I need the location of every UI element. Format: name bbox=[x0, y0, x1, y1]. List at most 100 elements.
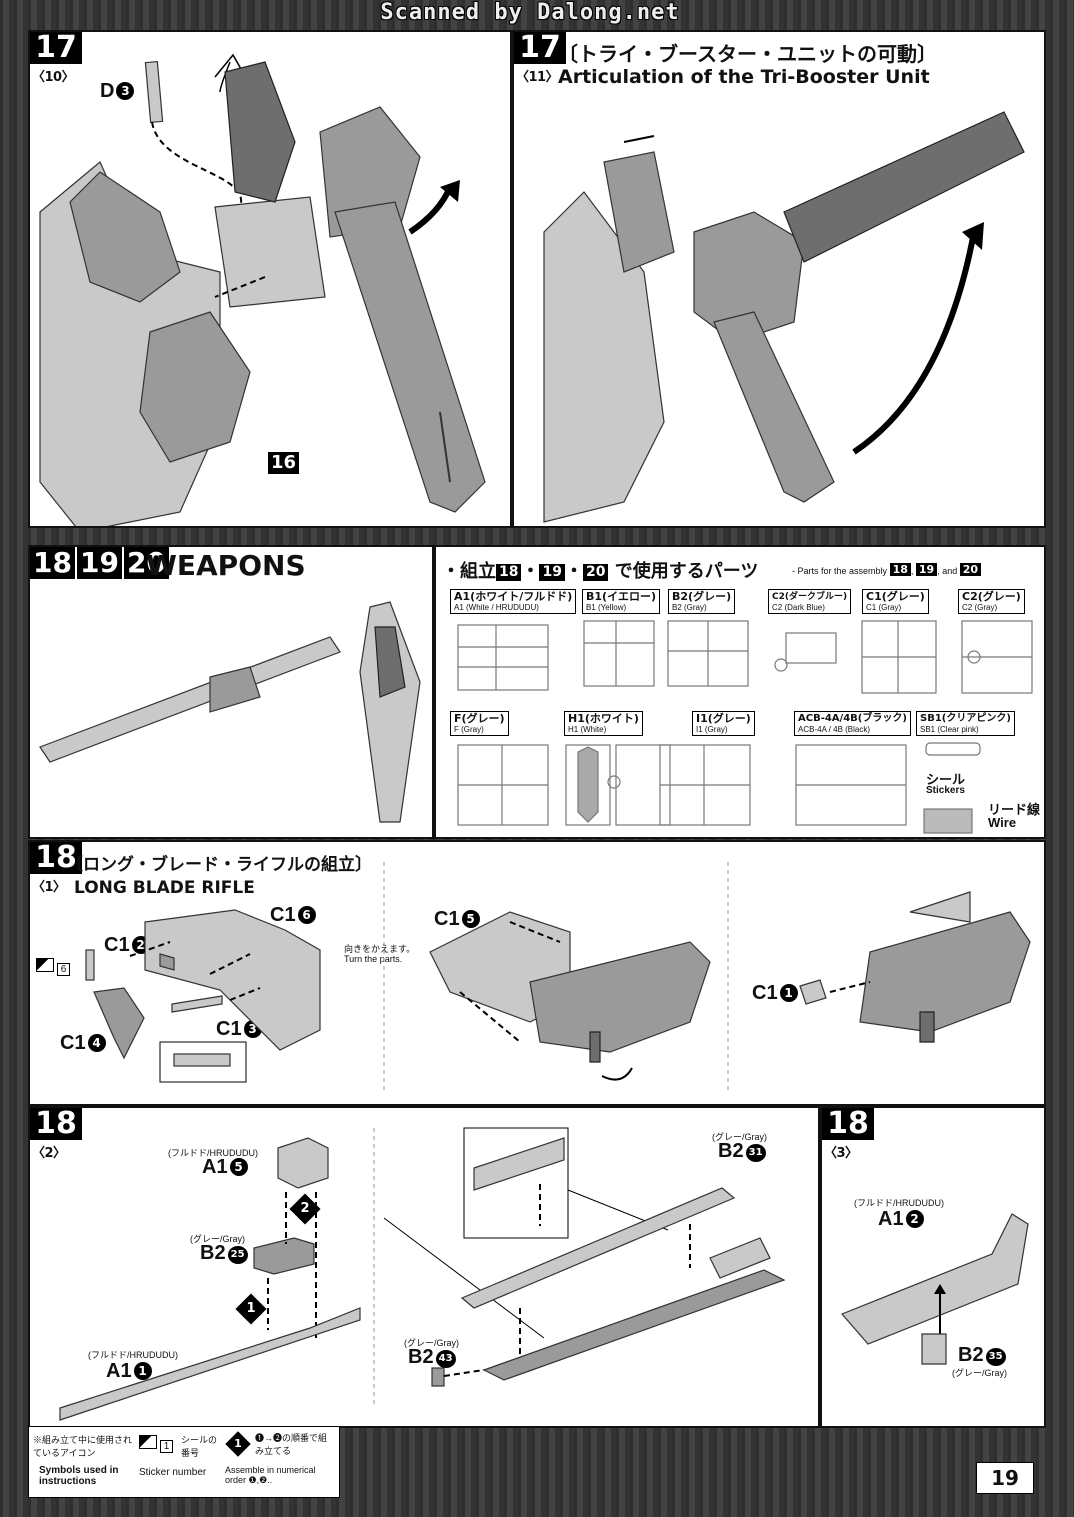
step-title-en: LONG BLADE RIFLE bbox=[74, 878, 255, 898]
step-title-en: Articulation of the Tri-Booster Unit bbox=[558, 66, 930, 88]
num: 1 bbox=[779, 984, 798, 1002]
order-num: 1 bbox=[234, 1437, 242, 1450]
part-card-c2-dark-blue: C2(ダークブルー)C2 (Dark Blue) bbox=[768, 589, 852, 614]
num: 4 bbox=[87, 1034, 106, 1052]
step18-1-panel: 18 〈1〉 〔ロング・ブレード・ライフルの組立〕 LONG BLADE RIF… bbox=[28, 840, 1046, 1106]
num: 31 bbox=[745, 1144, 766, 1162]
part: B2 bbox=[718, 1140, 744, 1162]
part: B2 bbox=[408, 1346, 434, 1368]
parts-heading-en-text: - Parts for the assembly bbox=[792, 566, 888, 576]
legend-title-jp: ※組み立て中に使用されているアイコン bbox=[33, 1435, 133, 1458]
step-number: 18 bbox=[822, 1108, 874, 1140]
card-jp: I1(グレー) bbox=[696, 712, 751, 725]
card-en: B2 (Gray) bbox=[672, 603, 707, 612]
color-a1-5: (フルドド/HRUDUDU) bbox=[168, 1148, 258, 1158]
part-card-c1: C1(グレー)C1 (Gray) bbox=[862, 589, 929, 614]
wire-label-en: Wire bbox=[988, 815, 1017, 830]
card-en: A1 (White / HRUDUDU) bbox=[454, 603, 539, 612]
legend-order-en: Assemble in numerical order ❶,❷.. bbox=[225, 1465, 316, 1485]
substep-number: 〈2〉 bbox=[32, 1146, 66, 1161]
substep-number: 〈11〉 bbox=[516, 70, 559, 85]
card-jp: A1(ホワイト/フルドド) bbox=[454, 590, 573, 603]
num: 6 bbox=[297, 906, 316, 924]
card-en: C2 (Dark Blue) bbox=[772, 603, 825, 612]
heading-num-19: 19 bbox=[539, 564, 565, 581]
en-and: and bbox=[942, 566, 958, 576]
step-20-badge: 20 bbox=[123, 547, 169, 579]
parts-heading-prefix: ・組立 bbox=[442, 561, 496, 582]
mech-articulation-illustration bbox=[543, 111, 1025, 523]
turn-parts-en: Turn the parts. bbox=[344, 954, 403, 964]
legend-order-jp: ❶→❷の順番で組み立てる bbox=[255, 1433, 328, 1456]
legend-order-icon: 1 bbox=[225, 1431, 251, 1457]
part: C1 bbox=[752, 982, 778, 1004]
legend-sticker-jp: シールの番号 bbox=[181, 1435, 218, 1458]
num: 2 bbox=[905, 1210, 924, 1228]
part: B2 bbox=[958, 1344, 984, 1366]
part-card-h1: H1(ホワイト)H1 (White) bbox=[564, 711, 643, 736]
part: C1 bbox=[216, 1018, 242, 1040]
substep-number: 〈1〉 bbox=[32, 880, 66, 895]
color-b2-35: (グレー/Gray) bbox=[952, 1368, 1007, 1378]
num: 5 bbox=[229, 1158, 248, 1176]
part: B2 bbox=[200, 1242, 226, 1264]
ref-step-16: 16 bbox=[268, 452, 300, 474]
en-num-19: 19 bbox=[915, 563, 938, 576]
part: C1 bbox=[104, 934, 130, 956]
step-title-jp: 〔トライ・ブースター・ユニットの可動〕 bbox=[558, 42, 937, 66]
num: 25 bbox=[227, 1246, 248, 1264]
color-a1-1: (フルドド/HRUDUDU) bbox=[88, 1350, 178, 1360]
card-en: ACB-4A / 4B (Black) bbox=[798, 725, 871, 734]
part-card-b1: B1(イエロー)B1 (Yellow) bbox=[582, 589, 660, 614]
heading-num-20: 20 bbox=[582, 564, 609, 581]
num: 5 bbox=[461, 910, 480, 928]
part-card-c2-gray: C2(グレー)C2 (Gray) bbox=[958, 589, 1025, 614]
part-card-sb1: SB1(クリアピンク)SB1 (Clear pink) bbox=[916, 711, 1015, 736]
part: A1 bbox=[106, 1360, 132, 1382]
wire-label-jp: リード線 bbox=[988, 803, 1041, 818]
symbols-legend: ※組み立て中に使用されているアイコン Symbols used in instr… bbox=[28, 1426, 340, 1498]
en-num-20: 20 bbox=[959, 563, 982, 576]
num: 35 bbox=[985, 1348, 1006, 1366]
page-number: 19 bbox=[976, 1462, 1034, 1494]
heading-num-18: 18 bbox=[496, 564, 522, 581]
legend-title-en: Symbols used in instructions bbox=[39, 1465, 119, 1487]
card-jp: ACB-4A/4B(ブラック) bbox=[798, 713, 907, 724]
blade-assembly-illustration bbox=[59, 1127, 786, 1421]
step-19-badge: 19 bbox=[76, 547, 122, 579]
part: C1 bbox=[60, 1032, 86, 1054]
stickers-label-en: Stickers bbox=[926, 785, 965, 796]
sticker-no: 6 bbox=[56, 963, 71, 976]
card-jp: C2(グレー) bbox=[962, 590, 1021, 603]
card-jp: F(グレー) bbox=[454, 712, 505, 725]
card-en: C2 (Gray) bbox=[962, 603, 998, 612]
stickers-label-jp: シール bbox=[926, 773, 966, 788]
substep-number: 〈10〉 bbox=[32, 70, 75, 85]
legend-sticker-icon: 1 bbox=[139, 1435, 174, 1453]
card-en: I1 (Gray) bbox=[696, 725, 728, 734]
part: C1 bbox=[434, 908, 460, 930]
step-18-badge: 18 bbox=[30, 547, 75, 579]
color-b2-31: (グレー/Gray) bbox=[712, 1132, 767, 1142]
step-number: 17 bbox=[514, 32, 566, 64]
color-b2-25: (グレー/Gray) bbox=[190, 1234, 245, 1244]
card-jp: H1(ホワイト) bbox=[568, 712, 639, 725]
card-en: SB1 (Clear pink) bbox=[920, 725, 979, 734]
part-card-i1: I1(グレー)I1 (Gray) bbox=[692, 711, 755, 736]
sticker-icon bbox=[36, 958, 54, 972]
legend-sticker-en: Sticker number bbox=[139, 1467, 207, 1478]
weapons-illustration bbox=[39, 601, 421, 823]
num: 43 bbox=[435, 1350, 456, 1368]
card-en: B1 (Yellow) bbox=[586, 603, 627, 612]
